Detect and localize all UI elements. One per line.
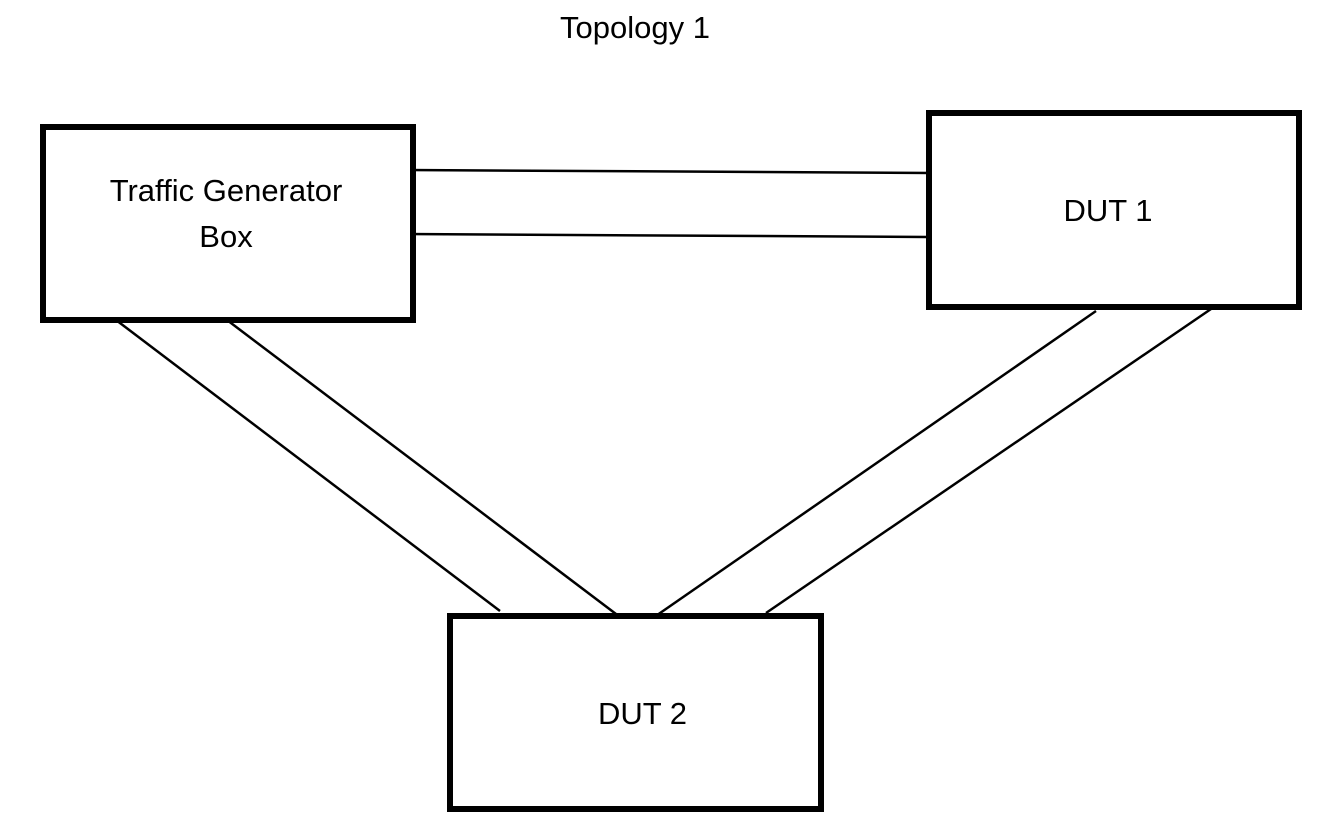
link-dut1-dut2-a bbox=[649, 309, 1097, 622]
diagram-title: Topology 1 bbox=[560, 10, 710, 45]
link-dut1-dut2-b bbox=[765, 307, 1212, 615]
traffic-generator-box-node: Traffic Generator Box bbox=[40, 124, 416, 323]
link-tgen-dut1-a bbox=[405, 168, 933, 175]
dut-2-node: DUT 2 bbox=[447, 613, 824, 812]
dut-1-node: DUT 1 bbox=[926, 110, 1302, 310]
link-tgen-dut2-a bbox=[115, 319, 501, 612]
dut-1-label: DUT 1 bbox=[1063, 192, 1153, 228]
traffic-generator-box-label: Traffic Generator Box bbox=[109, 173, 343, 254]
link-tgen-dut1-b bbox=[403, 232, 929, 239]
dut-2-label: DUT 2 bbox=[597, 696, 687, 731]
link-tgen-dut2-b bbox=[226, 319, 617, 615]
